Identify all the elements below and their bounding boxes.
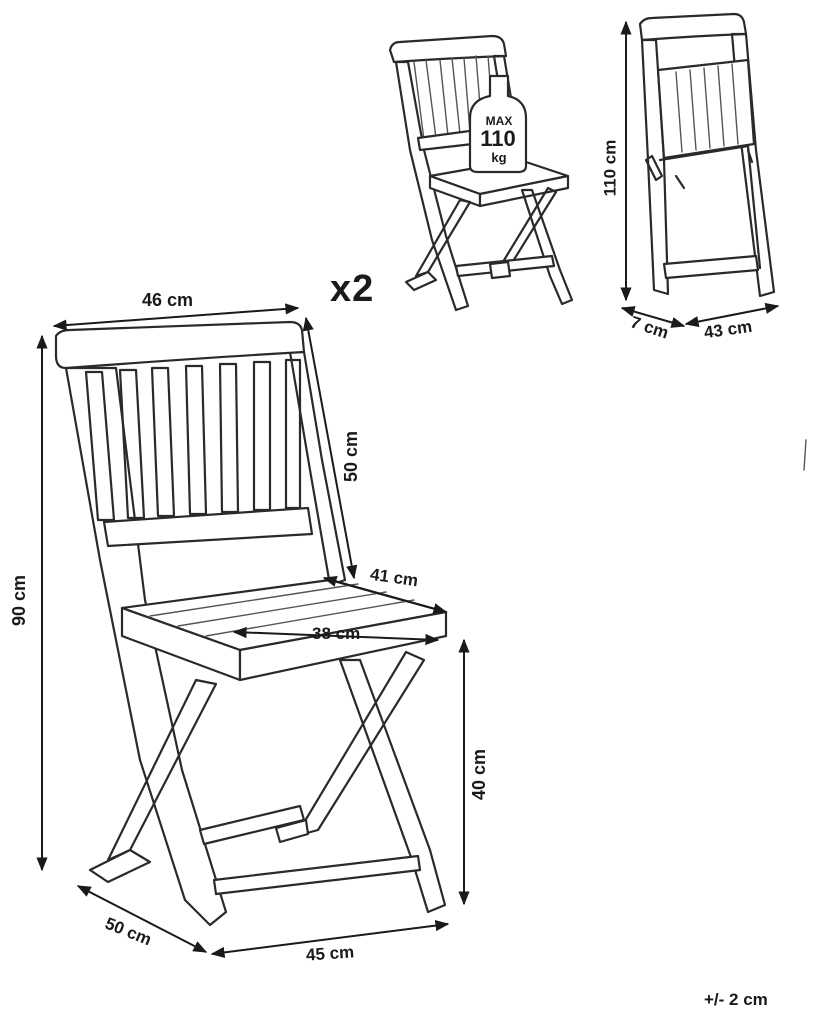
main-chair-dimension-lines [36, 303, 470, 958]
edge-mark [803, 439, 807, 471]
max-load-value: 110 [480, 126, 516, 151]
folded-chair-illustration [638, 12, 776, 298]
max-load-unit: kg [491, 150, 507, 165]
dimension-folded-height: 110 cm [600, 139, 620, 197]
tolerance-note: +/- 2 cm [704, 990, 768, 1009]
folded-chair-dimension-lines [620, 20, 780, 328]
dimension-base-width: 45 cm [305, 942, 355, 965]
dimension-seat-width: 38 cm [312, 624, 361, 643]
max-load-label: MAX [485, 114, 513, 128]
quantity-label: x2 [330, 268, 375, 310]
weight-jug-icon [468, 74, 528, 174]
dimension-seat-height: 40 cm [469, 748, 490, 801]
dimension-backrest-height: 50 cm [341, 430, 362, 483]
main-chair-illustration [54, 320, 448, 927]
dimension-total-height: 90 cm [9, 574, 30, 627]
dimension-width-top: 46 cm [142, 290, 194, 310]
small-chair-illustration [388, 34, 574, 312]
